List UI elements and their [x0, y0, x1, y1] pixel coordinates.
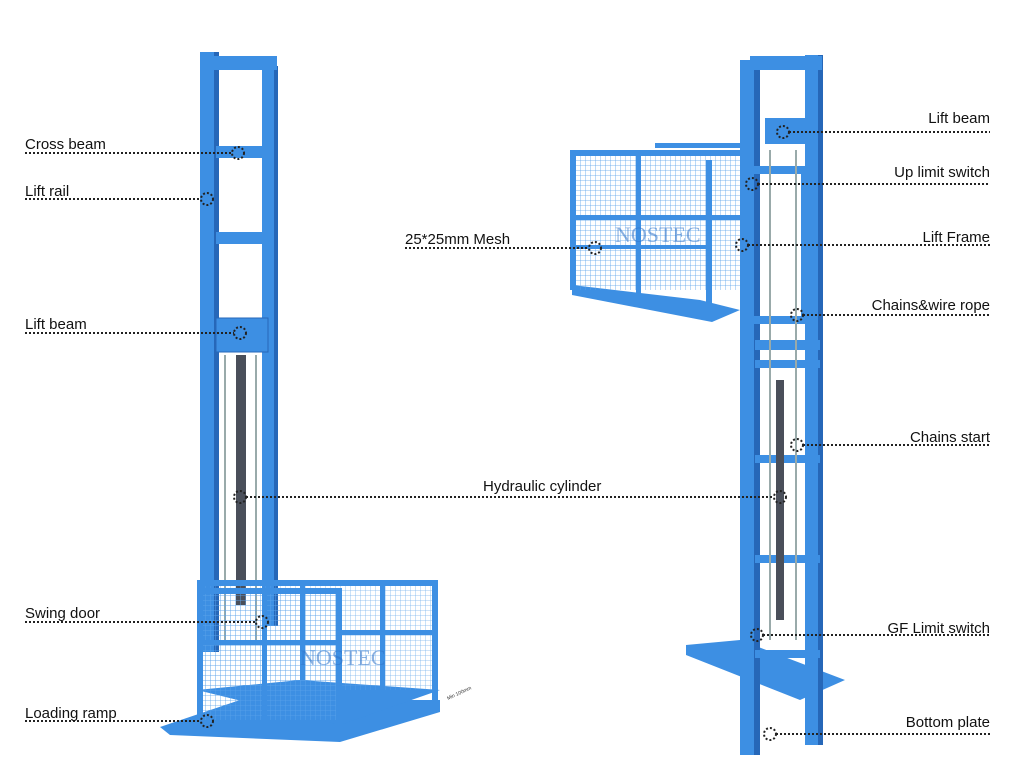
lift-beam	[215, 317, 269, 353]
cross-beam	[216, 146, 264, 158]
label-lift-beam-right: Lift beam	[928, 110, 990, 127]
leader-lines	[25, 125, 990, 741]
label-gf-limit-switch: GF Limit switch	[887, 620, 990, 637]
right-logo: NOSTEC	[615, 222, 701, 247]
label-lift-beam-left: Lift beam	[25, 316, 87, 333]
right-lift: NOSTEC	[570, 55, 845, 755]
label-up-limit-switch: Up limit switch	[894, 164, 990, 181]
dimension-note: Min 100mm	[446, 685, 472, 701]
label-loading-ramp: Loading ramp	[25, 705, 117, 722]
right-mast-rail	[262, 66, 277, 626]
label-lift-rail: Lift rail	[25, 183, 70, 200]
left-logo: NOSTEC	[300, 645, 386, 670]
left-cage-mesh-front	[200, 590, 340, 720]
right-top-beam	[750, 56, 822, 70]
hydraulic-cylinder	[236, 355, 246, 605]
label-chains-wire-rope: Chains&wire rope	[871, 297, 990, 314]
label-hydraulic-cylinder: Hydraulic cylinder	[483, 478, 602, 495]
left-mast-rail	[200, 52, 218, 652]
top-cross-beam	[200, 56, 277, 70]
label-bottom-plate: Bottom plate	[905, 714, 990, 731]
right-cage-floor	[572, 285, 740, 322]
label-cross-beam: Cross beam	[25, 136, 106, 153]
right-hydraulic-cylinder	[776, 380, 784, 620]
left-lift: NOSTEC Min 100mm	[160, 52, 473, 742]
label-lift-frame: Lift Frame	[922, 229, 990, 246]
label-chains-start: Chains start	[909, 429, 990, 446]
label-swing-door: Swing door	[25, 605, 101, 622]
label-mesh: 25*25mm Mesh	[405, 231, 511, 248]
